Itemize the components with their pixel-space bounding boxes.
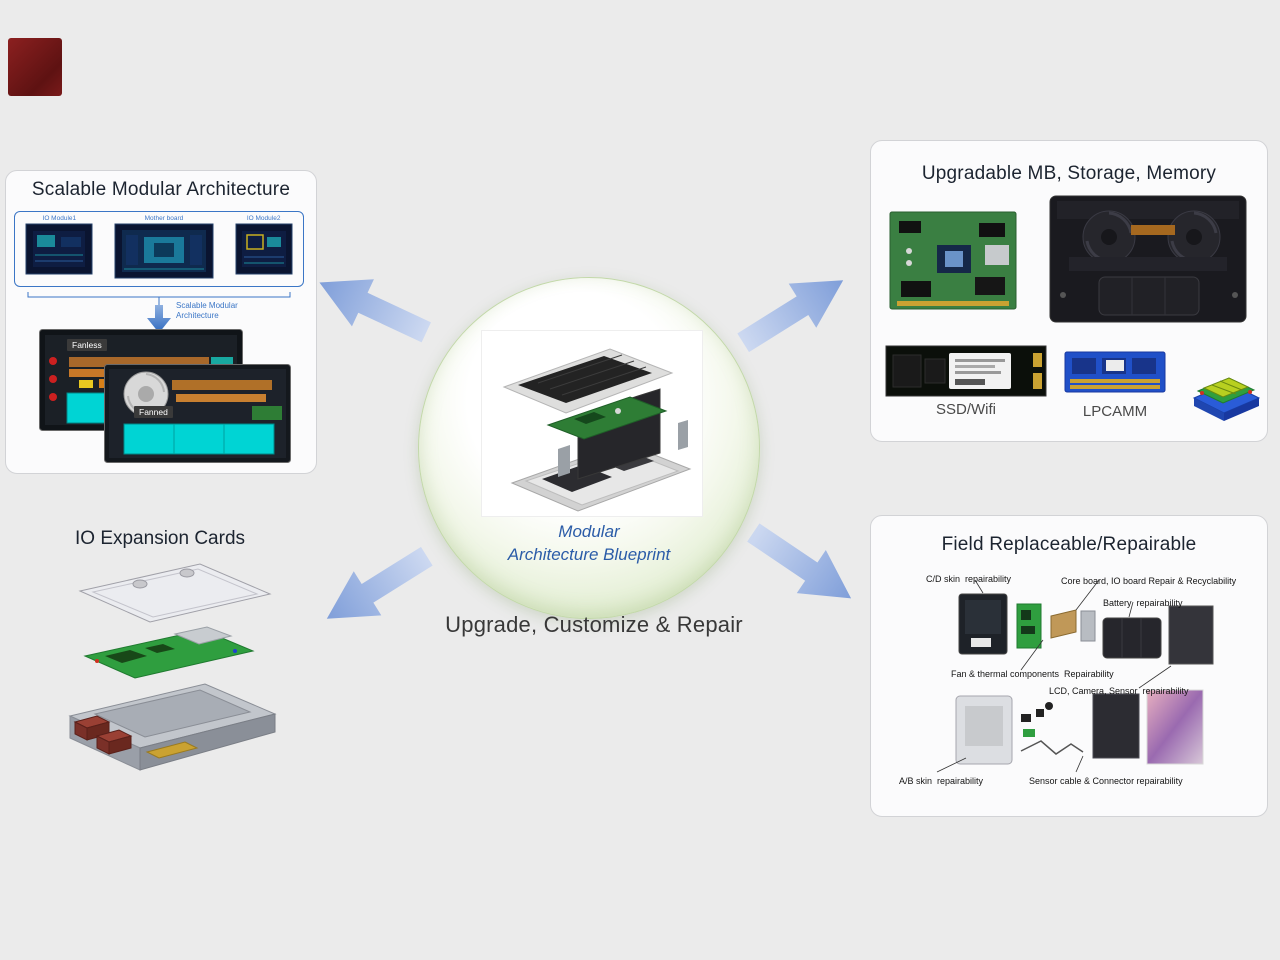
fanned-badge: Fanned xyxy=(134,406,173,418)
fanless-badge: Fanless xyxy=(67,339,107,351)
io-expansion-card-illustration xyxy=(68,563,277,771)
arrow-bottom-left-icon xyxy=(326,546,433,619)
annotation-cd-skin: C/D skin repairability xyxy=(926,574,1012,584)
annotation-lcd-camera: LCD, Camera, Sensor repairability xyxy=(1049,686,1189,696)
arrow-bottom-right-icon xyxy=(747,523,852,599)
panel-upgradable: Upgradable MB, Storage, Memory xyxy=(870,140,1268,442)
annotation-sensor-cable: Sensor cable & Connector repairability xyxy=(1029,776,1183,786)
mother-board-board xyxy=(114,223,214,279)
arrow-top-left-icon xyxy=(319,279,432,343)
laptop-internals-photo xyxy=(1049,195,1247,323)
ssd-photo xyxy=(885,345,1047,397)
panel-field-replaceable: Field Replaceable/Repairable xyxy=(870,515,1268,817)
io-module1: IO Module1 xyxy=(25,215,93,275)
center-title: Modular Architecture Blueprint xyxy=(419,521,759,567)
bracket-lines xyxy=(27,292,291,306)
io-module1-label: IO Module1 xyxy=(42,215,77,222)
io-module2: IO Module2 xyxy=(235,215,293,275)
panel-title-scalable: Scalable Modular Architecture xyxy=(31,179,291,200)
module-board-group: IO Module1 Mother board xyxy=(14,211,304,287)
lpcamm-caption: LPCAMM xyxy=(1082,403,1148,420)
io-module2-label: IO Module2 xyxy=(246,215,281,222)
mother-board: Mother board xyxy=(114,215,214,279)
annotation-battery: Battery repairability xyxy=(1103,598,1183,608)
laptop-exploded-illustration xyxy=(502,348,692,512)
mother-board-label: Mother board xyxy=(144,215,184,222)
motherboard-photo xyxy=(889,211,1017,310)
panel-title-field-replaceable: Field Replaceable/Repairable xyxy=(941,534,1197,555)
center-title-line1: Modular xyxy=(558,522,620,541)
center-bubble: Modular Architecture Blueprint xyxy=(418,277,760,619)
io-module2-board xyxy=(235,223,293,275)
center-title-line2: Architecture Blueprint xyxy=(507,544,671,564)
scalable-down-arrow-icon xyxy=(147,305,171,333)
annotation-fan-thermal: Fan & thermal components Repairability xyxy=(951,669,1114,679)
io-expansion-title: IO Expansion Cards xyxy=(74,528,246,549)
panel-title-upgradable: Upgradable MB, Storage, Memory xyxy=(921,163,1217,184)
ssd-caption: SSD/Wifi xyxy=(936,401,996,418)
io-module1-board xyxy=(25,223,93,275)
arrow-top-right-icon xyxy=(737,280,844,353)
center-subtitle: Upgrade, Customize & Repair xyxy=(445,612,743,637)
scalable-arrow-caption: Scalable Modular Architecture xyxy=(176,301,238,320)
field-replaceable-illustration xyxy=(936,579,1214,773)
corner-decoration xyxy=(8,38,62,96)
fanned-diagram: Fanned xyxy=(104,364,291,463)
panel-scalable-modular-architecture: Scalable Modular Architecture IO Module1… xyxy=(5,170,317,474)
annotation-core-board: Core board, IO board Repair & Recyclabil… xyxy=(1061,576,1237,586)
stacked-module-photo xyxy=(1192,377,1261,421)
laptop-exploded-render xyxy=(481,330,703,517)
lpcamm-photo xyxy=(1064,351,1166,393)
annotation-ab-skin: A/B skin repairability xyxy=(899,776,984,786)
